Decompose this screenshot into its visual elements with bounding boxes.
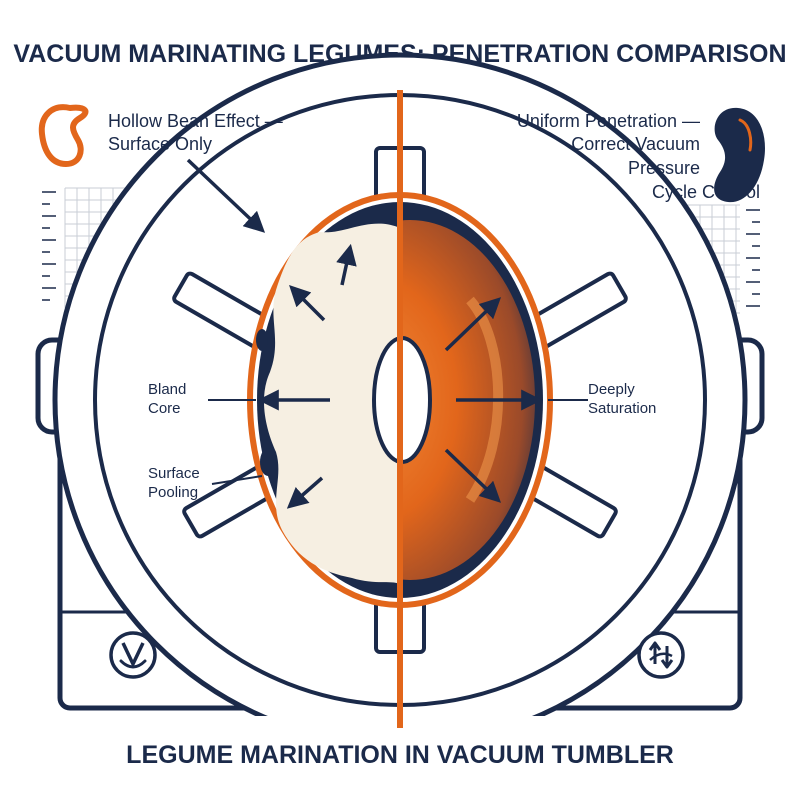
vacuum-v-dial-icon	[109, 631, 157, 679]
kidney-bean-solid-icon	[714, 107, 765, 203]
right-header-line-2: Correct Vacuum	[571, 134, 700, 154]
footer-caption: LEGUME MARINATION IN VACUUM TUMBLER	[126, 741, 674, 769]
left-header: Hollow Bean Effect — Surface Only	[108, 111, 283, 154]
tumble-rotate-dial-icon	[637, 631, 685, 679]
arrows-surface-only	[186, 158, 357, 509]
ruler-ticks-right	[746, 209, 760, 307]
left-header-line-1: Hollow Bean Effect —	[108, 111, 283, 131]
label-bland-core-line-2: Core	[148, 400, 181, 417]
left-header-line-2: Surface Only	[108, 134, 212, 154]
right-header-line-3: Pressure	[628, 158, 700, 178]
leader-header-left	[186, 158, 266, 233]
footer-band	[0, 716, 800, 800]
label-deeply-saturation-line-2: Saturation	[588, 400, 656, 417]
label-surface-pooling-line-1: Surface	[148, 465, 200, 482]
ruler-ticks-left	[42, 191, 56, 301]
label-bland-core-line-1: Bland	[148, 381, 186, 398]
arrows-saturated	[444, 297, 543, 503]
label-deeply-saturation-line-1: Deeply	[588, 381, 635, 398]
right-header-line-1: Uniform Penetration —	[517, 111, 700, 131]
kidney-bean-outline-icon	[38, 104, 89, 167]
leader-surface-pooling	[211, 475, 263, 485]
label-surface-pooling-line-2: Pooling	[148, 484, 198, 501]
